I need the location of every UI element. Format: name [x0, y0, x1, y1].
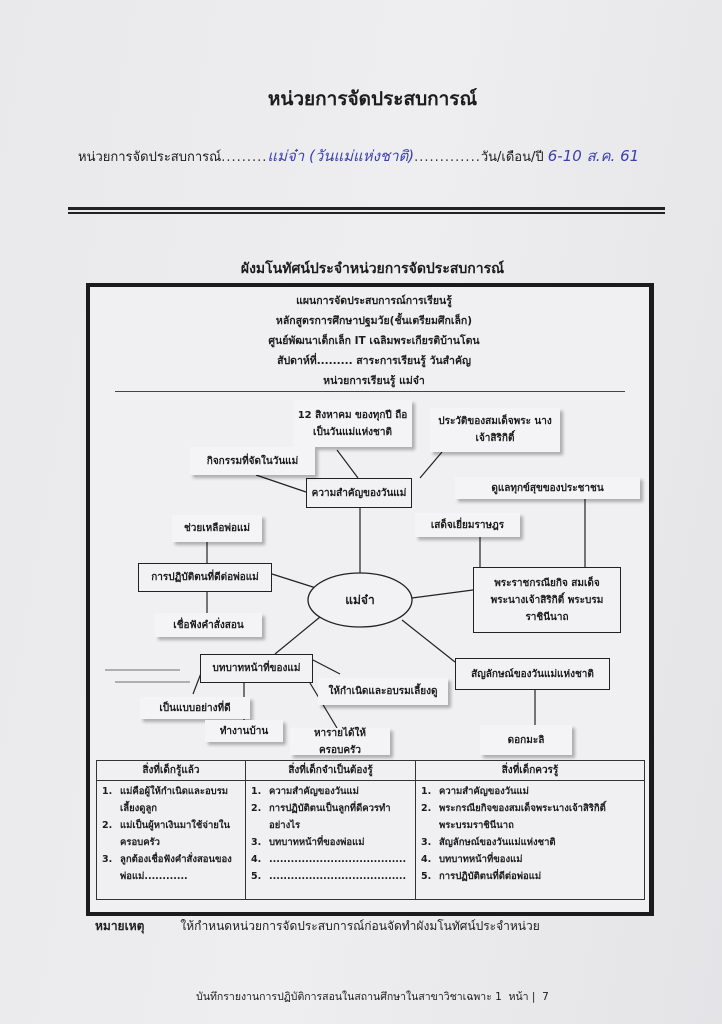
list-item: 5.การปฏิบัติตนที่ดีต่อพ่อแม่	[421, 871, 542, 882]
plan-header-line: สัปดาห์ที่......... สาระการเรียนรู้ วันส…	[277, 355, 471, 367]
list-item: 4.......................................	[251, 854, 407, 865]
list-item: 2.การปฏิบัติตนเป็นลูกที่ดีควรทำอย่างไร	[251, 803, 391, 831]
node-earn-income: หารายได้ให้ครอบครัว	[290, 728, 390, 756]
node-housework: ทำงานบ้าน	[205, 720, 283, 742]
list-item: 3.บทบาทหน้าที่ของพ่อแม่	[251, 837, 365, 848]
node-obey: เชื่อฟังคำสั่งสอน	[155, 613, 262, 637]
list-item: 3.ลูกต้องเชื่อฟังคำสั่งสอนของพ่อแม่.....…	[102, 854, 232, 882]
node-jasmine: ดอกมะลิ	[480, 725, 572, 755]
column-header: สิ่งที่เด็กจำเป็นต้องรู้	[245, 760, 416, 781]
node-care-people: ดูแลทุกข์สุขของประชาชน	[455, 477, 640, 499]
node-aug12: 12 สิงหาคม ของทุกปี ถือเป็นวันแม่แห่งชาต…	[293, 400, 412, 447]
unit-label: หน่วยการจัดประสบการณ์	[78, 150, 222, 165]
known-list: 1.แม่คือผู้ให้กำเนิดและอบรมเลี้ยงดูลูก 2…	[96, 780, 246, 900]
double-rule	[68, 207, 665, 214]
page-label: หน้า	[508, 991, 529, 1003]
node-mother-roles: บทบาทหน้าที่ของแม่	[200, 654, 313, 683]
date-value: 6-10 ส.ค. 61	[547, 147, 640, 165]
list-item: 1.แม่คือผู้ให้กำเนิดและอบรมเลี้ยงดูลูก	[102, 786, 229, 814]
list-item: 1.ความสำคัญของวันแม่	[251, 786, 359, 797]
need-to-know-list: 1.ความสำคัญของวันแม่ 2.การปฏิบัติตนเป็นล…	[245, 780, 416, 900]
column-header: สิ่งที่เด็กควรรู้	[415, 760, 645, 781]
node-activities: กิจกรรมที่จัดในวันแม่	[190, 447, 315, 475]
concept-map-title: ผังมโนทัศน์ประจำหน่วยการจัดประสบการณ์	[240, 261, 505, 277]
date-label: วัน/เดือน/ปี	[480, 150, 544, 165]
list-item: 3.สัญลักษณ์ของวันแม่แห่งชาติ	[421, 837, 556, 848]
node-royal-duties: พระราชกรณียกิจ สมเด็จพระนางเจ้าสิริกิติ์…	[473, 567, 621, 633]
note-text: ให้กำหนดหน่วยการจัดประสบการณ์ก่อนจัดทำผั…	[180, 919, 540, 933]
should-know-list: 1.ความสำคัญของวันแม่ 2.พระกรณียกิจของสมเ…	[415, 780, 645, 900]
unit-value: แม่จ๋า (วันแม่แห่งชาติ)	[267, 147, 415, 165]
plan-header-line: หน่วยการเรียนรู้ แม่จ๋า	[323, 375, 425, 387]
footer-text: บันทึกรายงานการปฏิบัติการสอนในสถานศึกษาใ…	[196, 991, 502, 1003]
header-divider	[115, 391, 625, 392]
node-symbol: สัญลักษณ์ของวันแม่แห่งชาติ	[455, 658, 610, 690]
node-visit-people: เสด็จเยี่ยมราษฎร	[415, 513, 520, 537]
list-item: 2.พระกรณียกิจของสมเด็จพระนางเจ้าสิริกิติ…	[421, 803, 606, 831]
list-item: 5.......................................	[251, 871, 407, 882]
plan-header-line: ศูนย์พัฒนาเด็กเล็ก IT เฉลิมพระเกียรติบ้า…	[268, 335, 480, 347]
node-give-birth: ให้กำเนิดและอบรมเลี้ยงดู	[318, 678, 448, 705]
node-help-parents: ช่วยเหลือพ่อแม่	[172, 515, 262, 542]
list-item: 4.บทบาทหน้าที่ของแม่	[421, 854, 523, 865]
unit-line: หน่วยการจัดประสบการณ์.........แม่จ๋า (วั…	[78, 147, 640, 165]
note: หมายเหตุ ให้กำหนดหน่วยการจัดประสบการณ์ก่อ…	[95, 917, 540, 936]
plan-header-line: แผนการจัดประสบการณ์การเรียนรู้	[296, 295, 452, 307]
plan-header-line: หลักสูตรการศึกษาปฐมวัย(ชั้นเตรียมศึกเล็ก…	[275, 315, 473, 327]
list-item: 2.แม่เป็นผู้หาเงินมาใช้จ่ายในครอบครัว	[102, 820, 230, 848]
node-role-model: เป็นแบบอย่างที่ดี	[140, 697, 250, 719]
column-header: สิ่งที่เด็กรู้แล้ว	[96, 760, 246, 781]
node-good-conduct: การปฏิบัติตนที่ดีต่อพ่อแม่	[138, 563, 272, 592]
center-node: แม่จ๋า	[345, 592, 375, 607]
note-label: หมายเหตุ	[95, 919, 145, 933]
page-number: 7	[542, 991, 549, 1003]
knowledge-table: สิ่งที่เด็กรู้แล้ว สิ่งที่เด็กจำเป็นต้อง…	[96, 760, 645, 900]
page-footer: บันทึกรายงานการปฏิบัติการสอนในสถานศึกษาใ…	[196, 991, 549, 1003]
node-importance: ความสำคัญของวันแม่	[306, 478, 412, 508]
node-history: ประวัติของสมเด็จพระ นางเจ้าสิริกิติ์	[430, 408, 560, 452]
list-item: 1.ความสำคัญของวันแม่	[421, 786, 529, 797]
page-title: หน่วยการจัดประสบการณ์	[267, 88, 478, 110]
